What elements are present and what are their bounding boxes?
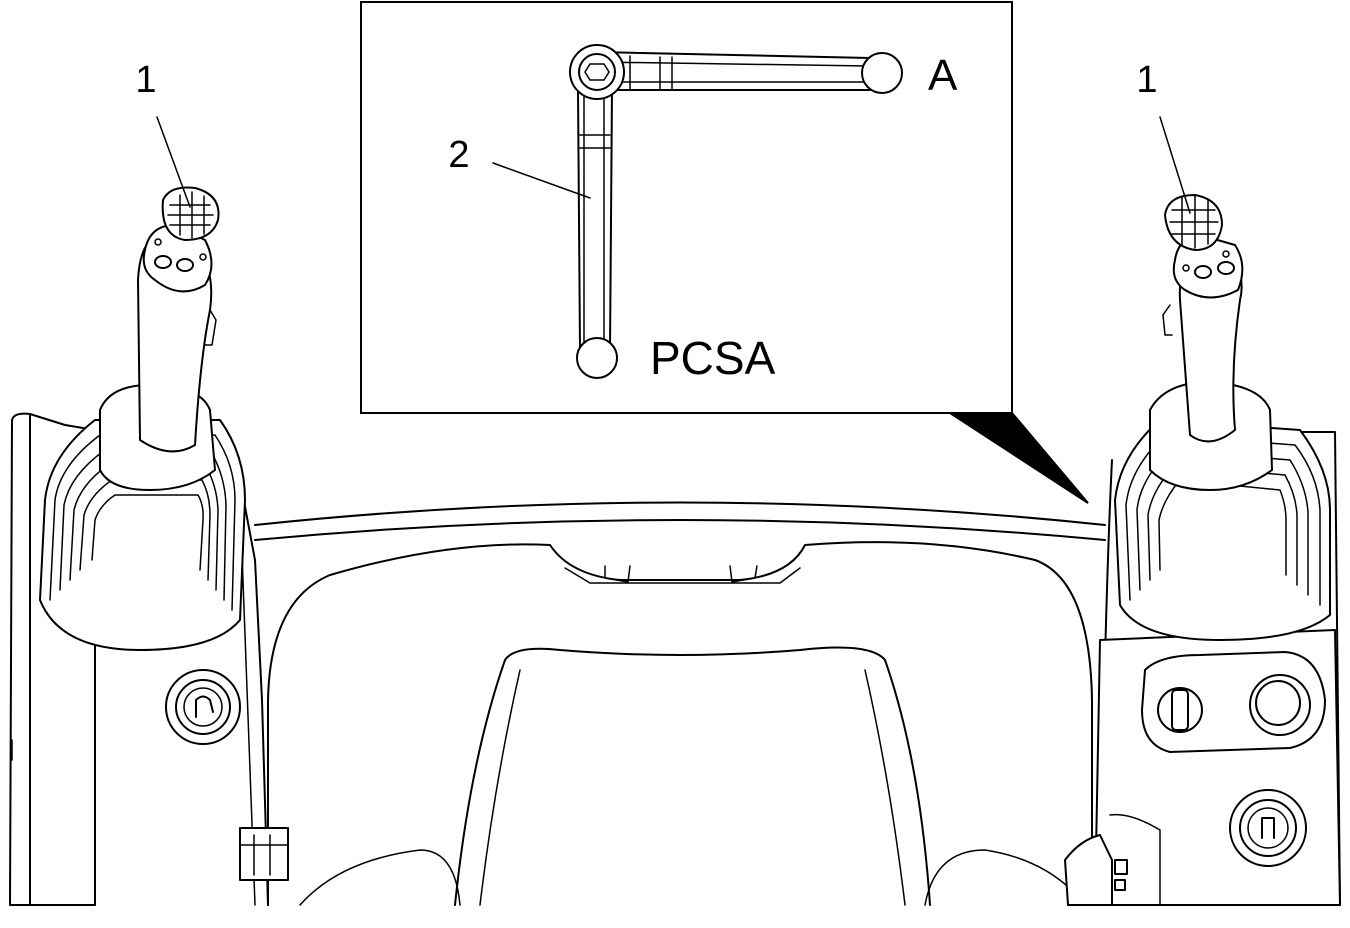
right-joystick-leader-line — [1159, 116, 1191, 214]
right-joystick-handle — [1162, 194, 1244, 443]
left-latch — [239, 827, 289, 881]
cab-rear-frame — [254, 501, 1106, 906]
position-pcsa-label: PCSA — [650, 332, 776, 384]
lever-leader-line — [492, 162, 591, 199]
seat-backrest — [299, 646, 1086, 906]
lever-callout: 2 — [448, 134, 469, 176]
safety-lever — [569, 44, 903, 379]
position-a-label: A — [928, 51, 958, 100]
detail-inset: 2 A PCSA — [360, 1, 1089, 504]
left-joystick-callout: 1 — [135, 59, 156, 101]
lever-position-pcsa-knob — [576, 337, 618, 379]
right-latch — [1064, 834, 1113, 906]
right-console-switch-panel — [1141, 651, 1326, 753]
inset-pointer — [946, 412, 1089, 504]
lever-position-a-knob — [861, 52, 903, 94]
left-joystick-handle — [137, 186, 220, 453]
left-joystick-grip-cap — [161, 186, 220, 241]
left-console-switch — [165, 669, 241, 745]
right-console-key-switch — [1229, 789, 1307, 867]
left-joystick-leader-line — [156, 116, 191, 208]
right-joystick-callout: 1 — [1136, 59, 1157, 101]
